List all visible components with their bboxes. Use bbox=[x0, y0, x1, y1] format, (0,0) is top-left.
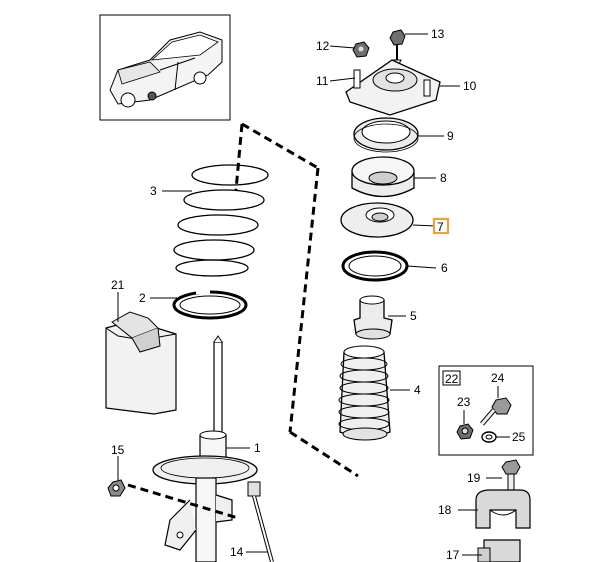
callout-2: 2 bbox=[139, 291, 146, 305]
callout-22-box bbox=[442, 370, 461, 386]
callout-18: 18 bbox=[438, 503, 452, 517]
callout-9: 9 bbox=[447, 129, 454, 143]
callout-1: 1 bbox=[254, 441, 261, 455]
nut-15 bbox=[107, 479, 239, 520]
dust-boot bbox=[338, 345, 391, 441]
bracket-assembly bbox=[475, 459, 531, 562]
nut-12 bbox=[352, 41, 370, 58]
coil-spring bbox=[173, 164, 269, 277]
callout-22: 22 bbox=[445, 372, 459, 386]
callout-5: 5 bbox=[410, 309, 417, 323]
callout-labels: 12 11 13 10 9 8 7 6 5 4 3 2 21 1 15 14 2… bbox=[111, 27, 526, 562]
callout-14: 14 bbox=[230, 545, 244, 559]
callout-12: 12 bbox=[316, 39, 330, 53]
callout-24: 24 bbox=[491, 371, 505, 385]
callout-8: 8 bbox=[440, 171, 447, 185]
rubber-seat-ring bbox=[341, 250, 409, 282]
callout-19: 19 bbox=[467, 471, 481, 485]
strut-assembly-outline bbox=[234, 122, 359, 478]
callout-4: 4 bbox=[414, 383, 421, 397]
vehicle-thumbnail bbox=[99, 14, 231, 121]
upper-spring-seat bbox=[351, 156, 415, 198]
spring-seat-ring bbox=[172, 286, 248, 320]
stabilizer-link bbox=[247, 481, 274, 562]
callout-13: 13 bbox=[431, 27, 445, 41]
callout-10: 10 bbox=[463, 79, 477, 93]
callout-15: 15 bbox=[111, 443, 125, 457]
leader-lines bbox=[117, 33, 510, 556]
seat-plate bbox=[340, 202, 414, 238]
callout-7-highlight bbox=[432, 217, 450, 235]
callout-3: 3 bbox=[150, 184, 157, 198]
top-mount bbox=[345, 59, 441, 116]
callout-21: 21 bbox=[111, 278, 125, 292]
callout-11: 11 bbox=[316, 74, 329, 88]
bearing-ring bbox=[353, 117, 419, 153]
bump-stop bbox=[353, 295, 393, 340]
rubber-buffer-block bbox=[105, 311, 177, 415]
shock-absorber-strut bbox=[152, 335, 258, 562]
callout-6: 6 bbox=[441, 261, 448, 275]
callout-17: 17 bbox=[446, 548, 460, 562]
callout-7: 7 bbox=[437, 220, 444, 234]
callout-25: 25 bbox=[512, 430, 526, 444]
callout-23: 23 bbox=[457, 395, 471, 409]
